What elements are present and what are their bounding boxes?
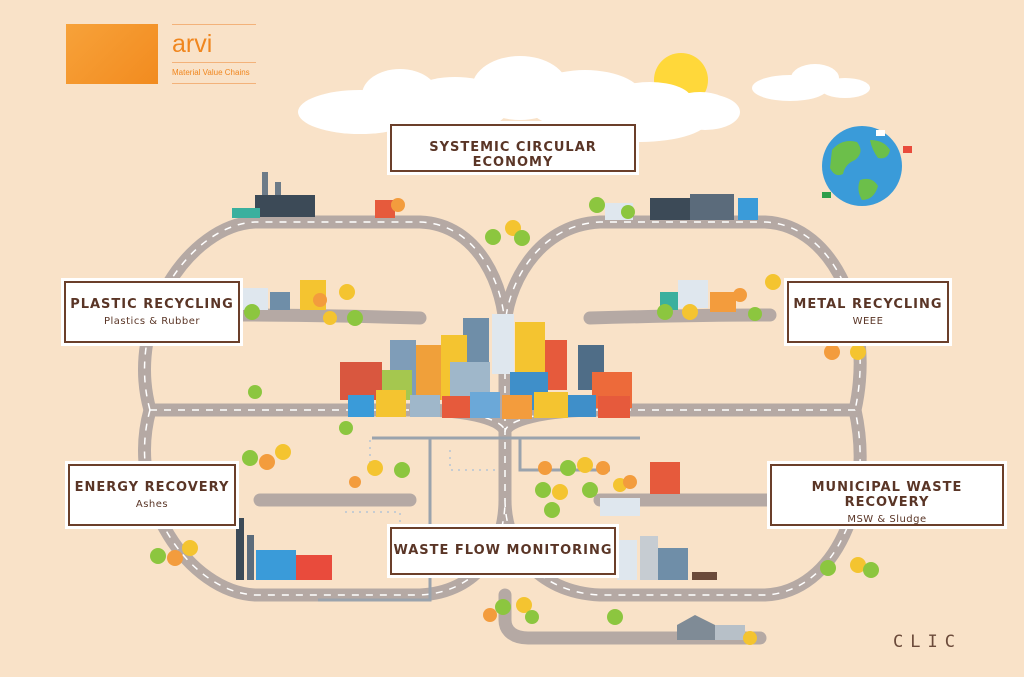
plastic-factory [232,172,395,218]
clic-logo: CLIC [893,632,962,652]
label-waste-flow-monitoring[interactable]: WASTE FLOW MONITORING [390,527,616,575]
label-title: METAL RECYCLING [793,297,943,312]
label-energy-recovery[interactable]: ENERGY RECOVERY Ashes [68,464,236,526]
label-subtitle: WEEE [852,316,884,327]
label-title: SYSTEMIC CIRCULAR ECONOMY [429,140,597,170]
label-title: WASTE FLOW MONITORING [393,543,613,558]
trees [150,197,879,645]
houses [242,280,736,312]
municipal-facility [600,462,717,580]
logo-tagline: Material Value Chains [172,68,250,77]
label-subtitle: Ashes [135,499,169,510]
logo-rule-bottom [172,83,256,84]
energy-plant [236,518,332,580]
label-title: ENERGY RECOVERY [74,480,230,495]
label-title: PLASTIC RECYCLING [70,297,234,312]
label-subtitle: MSW & Sludge [847,514,927,525]
warehouse [677,615,745,640]
label-plastic-recycling[interactable]: PLASTIC RECYCLING Plastics & Rubber [64,281,240,343]
arvi-logo: arvi Material Value Chains [66,24,256,84]
cloud-right [752,64,870,101]
city-cluster [340,314,632,419]
logo-rule-middle [172,62,256,63]
logo-rule-top [172,24,256,25]
label-municipal-waste-recovery[interactable]: MUNICIPAL WASTE RECOVERY MSW & Sludge [770,464,1004,526]
label-metal-recycling[interactable]: METAL RECYCLING WEEE [787,281,949,343]
label-systemic-circular-economy[interactable]: SYSTEMIC CIRCULAR ECONOMY [390,124,636,172]
logo-mark-icon [66,24,158,84]
cloud-front [608,82,730,120]
label-title: MUNICIPAL WASTE RECOVERY [811,480,963,510]
logo-name: arvi [172,30,213,58]
earth-icon [822,126,912,206]
label-subtitle: Plastics & Rubber [103,316,200,327]
